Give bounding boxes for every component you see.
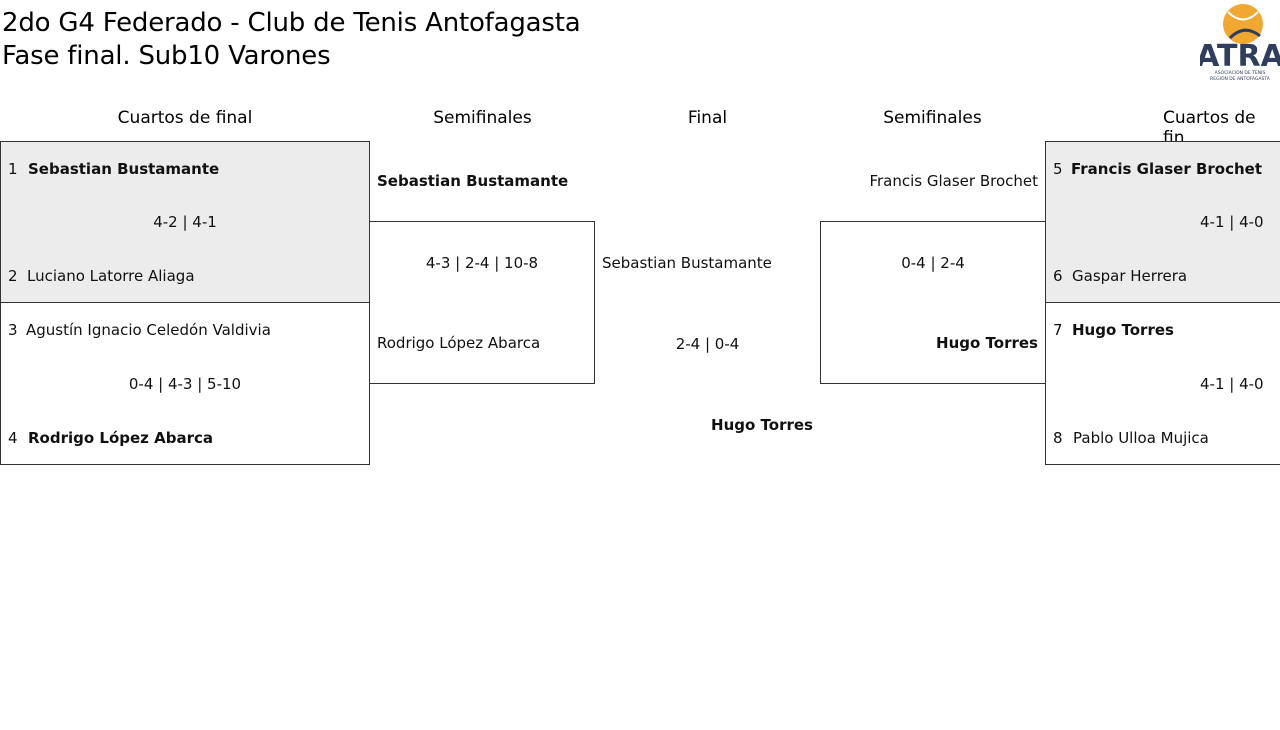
page-title: 2do G4 Federado - Club de Tenis Antofaga…	[2, 8, 581, 38]
seed-number: 5	[1053, 160, 1063, 178]
player-row: 1 Sebastian Bustamante	[8, 160, 219, 178]
match-score: 4-1 | 4-0	[1200, 213, 1264, 231]
player-name: Hugo Torres	[1072, 321, 1174, 339]
player-name: Luciano Latorre Aliaga	[27, 267, 195, 285]
player-name: Pablo Ulloa Mujica	[1073, 429, 1209, 447]
seed-number: 7	[1053, 321, 1063, 339]
semifinal-left-player-1: Sebastian Bustamante	[377, 172, 569, 190]
seed-number: 3	[8, 321, 18, 339]
quarterfinal-match-4	[1045, 302, 1280, 465]
seed-number: 8	[1053, 429, 1063, 447]
column-header-right-semis: Semifinales	[883, 108, 982, 128]
semifinal-left-player-2: Rodrigo López Abarca	[377, 334, 541, 352]
final-score: 2-4 | 0-4	[675, 335, 740, 353]
logo-text: ATRA	[1200, 39, 1280, 74]
player-row: 8 Pablo Ulloa Mujica	[1053, 429, 1209, 447]
semifinal-right-player-1: Francis Glaser Brochet	[869, 172, 1038, 190]
column-header-final: Final	[687, 108, 728, 128]
player-row: 6 Gaspar Herrera	[1053, 267, 1187, 285]
match-score: 4-1 | 4-0	[1200, 375, 1264, 393]
seed-number: 6	[1053, 267, 1063, 285]
tennis-ball-icon	[1223, 4, 1263, 44]
player-name: Sebastian Bustamante	[28, 160, 220, 178]
player-row: 3 Agustín Ignacio Celedón Valdivia	[8, 321, 271, 339]
player-name: Rodrigo López Abarca	[28, 429, 214, 447]
semifinal-left-score: 4-3 | 2-4 | 10-8	[425, 254, 539, 272]
player-name: Francis Glaser Brochet	[1071, 160, 1263, 178]
atra-logo: ATRA ASOCIACIÓN DE TENIS REGIÓN DE ANTOF…	[1196, 0, 1280, 82]
semifinal-right-box	[820, 221, 1046, 384]
atra-logo-graphic: ATRA ASOCIACIÓN DE TENIS REGIÓN DE ANTOF…	[1196, 4, 1280, 82]
semifinal-right-player-2: Hugo Torres	[936, 334, 1038, 352]
seed-number: 1	[8, 160, 18, 178]
match-score: 0-4 | 4-3 | 5-10	[128, 375, 242, 393]
player-row: 5 Francis Glaser Brochet	[1053, 160, 1262, 178]
column-header-left-semis: Semifinales	[433, 108, 532, 128]
player-row: 2 Luciano Latorre Aliaga	[8, 267, 195, 285]
final-player-1: Sebastian Bustamante	[602, 254, 772, 272]
player-name: Agustín Ignacio Celedón Valdivia	[26, 321, 271, 339]
player-name: Gaspar Herrera	[1072, 267, 1188, 285]
seed-number: 2	[8, 267, 18, 285]
seed-number: 4	[8, 429, 18, 447]
logo-subtitle-2: REGIÓN DE ANTOFAGASTA	[1210, 75, 1271, 82]
page-subtitle: Fase final. Sub10 Varones	[2, 41, 331, 71]
quarterfinal-match-1	[0, 141, 370, 303]
logo-subtitle-1: ASOCIACIÓN DE TENIS	[1215, 69, 1266, 76]
player-row: 4 Rodrigo López Abarca	[8, 429, 213, 447]
player-row: 7 Hugo Torres	[1053, 321, 1174, 339]
match-score: 4-2 | 4-1	[153, 213, 217, 231]
semifinal-right-score: 0-4 | 2-4	[901, 254, 965, 272]
column-header-left-quarters: Cuartos de final	[117, 108, 253, 128]
final-player-2-winner: Hugo Torres	[711, 416, 813, 434]
semifinal-left-box	[369, 221, 595, 384]
